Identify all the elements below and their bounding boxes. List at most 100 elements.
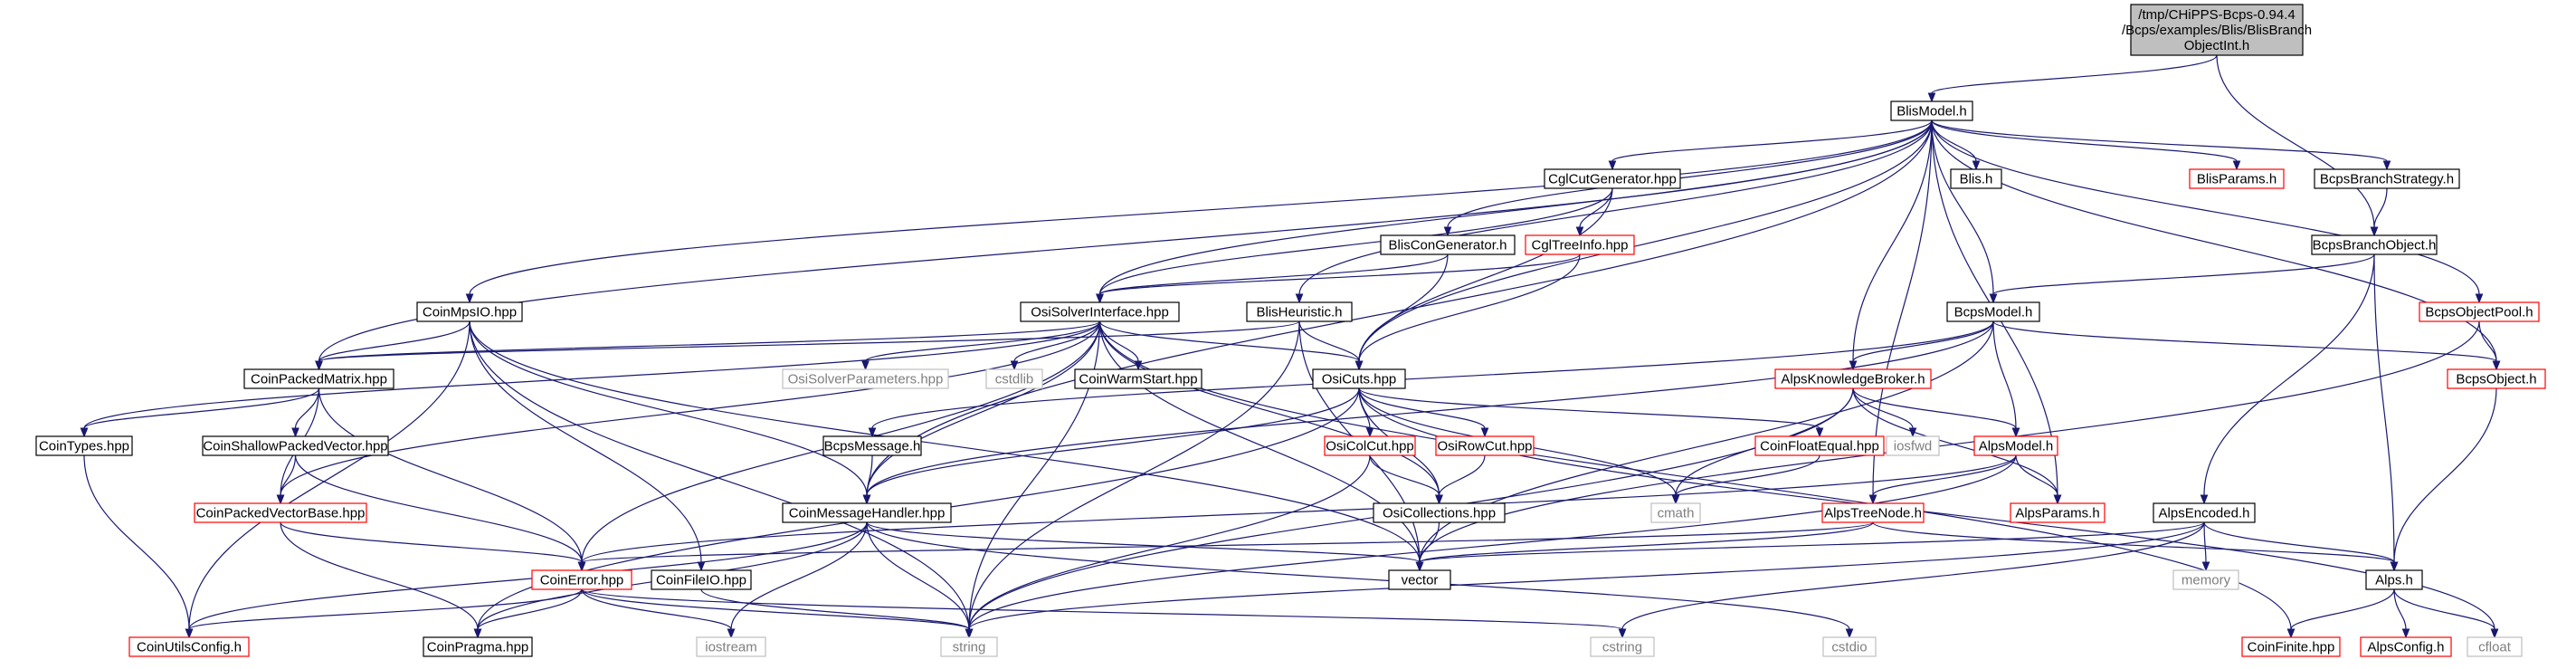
node-osisolver[interactable]: OsiSolverInterface.hpp	[1020, 301, 1180, 322]
edge-bcpsmessage-to-coinmsghandler	[862, 454, 873, 505]
edge-osisolver-to-coinpackedmatrix	[315, 320, 1101, 371]
node-coinmsghandler[interactable]: CoinMessageHandler.hpp	[782, 502, 952, 523]
node-coinmpsio[interactable]: CoinMpsIO.hpp	[416, 301, 523, 322]
edge-alpsknowledgebroker-to-alpsmodel	[1852, 387, 2020, 438]
node-alps[interactable]: Alps.h	[2365, 569, 2423, 590]
node-vector[interactable]: vector	[1388, 569, 1451, 590]
node-label: CoinPragma.hpp	[427, 640, 529, 655]
node-label: OsiSolverInterface.hpp	[1031, 305, 1169, 320]
node-label: AlpsKnowledgeBroker.h	[1781, 372, 1925, 387]
edge-coinshallowpv-to-coinpackedvb	[276, 454, 297, 505]
node-cointypes[interactable]: CoinTypes.hpp	[35, 435, 133, 456]
node-bcpsmodel[interactable]: BcpsModel.h	[1946, 301, 2040, 322]
node-coinpackedvb[interactable]: CoinPackedVectorBase.hpp	[194, 502, 367, 523]
edge-bcpsmodel-to-alpsmodel	[1992, 320, 2020, 438]
edge-alpstreenode-to-coinerror	[577, 521, 1874, 572]
edge-alps-to-cfloat	[2393, 588, 2499, 639]
node-blisparams[interactable]: BlisParams.h	[2189, 168, 2285, 189]
node-label: Alps.h	[2375, 573, 2413, 588]
node-label: iosfwd	[1894, 439, 1933, 454]
node-label: CoinFileIO.hpp	[656, 573, 746, 588]
edge-coinpackedvb-to-coinpragma	[280, 521, 482, 639]
edge-coinerror-to-cstring	[581, 588, 1627, 639]
node-bcpsbranchstrategy[interactable]: BcpsBranchStrategy.h	[2314, 168, 2460, 189]
node-cmath: cmath	[1650, 502, 1701, 523]
edge-bcpsbranchobject-to-alps	[2373, 253, 2399, 572]
node-root-label-line: /tmp/CHiPPS-Bcps-0.94.4	[2138, 7, 2295, 23]
edge-bcpsbranchobject-to-alpsencoded	[2200, 253, 2375, 505]
edge-osicolcut-to-osicollections	[1369, 454, 1443, 505]
edge-coinerror-to-coinutilsconfig	[185, 588, 583, 639]
node-label: BcpsBranchStrategy.h	[2320, 172, 2454, 187]
node-blis[interactable]: Blis.h	[1950, 168, 2002, 189]
edge-blismodel-to-coinmpsio	[465, 119, 1933, 304]
edge-alps-to-alpsconfig	[2393, 588, 2410, 639]
edge-alpsencoded-to-cstring	[1618, 521, 2205, 639]
node-alpstreenode[interactable]: AlpsTreeNode.h	[1821, 502, 1925, 523]
edge-alpsmodel-to-alpstreenode	[1868, 454, 2017, 505]
node-coinutilsconfig[interactable]: CoinUtilsConfig.h	[128, 636, 250, 657]
node-coinshallowpv[interactable]: CoinShallowPackedVector.hpp	[202, 435, 389, 456]
edge-alpsencoded-to-memory	[2201, 521, 2210, 572]
node-alpsmodel[interactable]: AlpsModel.h	[1973, 435, 2058, 456]
edge-coinmpsio-to-coinpackedmatrix	[315, 320, 471, 371]
node-blisconggen[interactable]: BlisConGenerator.h	[1380, 234, 1516, 255]
edge-blismodel-to-bcpsbranchstrategy	[1931, 119, 2391, 171]
edge-blismodel-to-blisconggen	[1443, 119, 1933, 237]
node-label: BlisHeuristic.h	[1256, 305, 1342, 320]
edge-root-to-bcpsbranchobject	[2216, 54, 2379, 237]
node-osicolcut[interactable]: OsiColCut.hpp	[1324, 435, 1416, 456]
edge-osirowcut-to-osicollections	[1435, 454, 1486, 505]
node-blismodel[interactable]: BlisModel.h	[1890, 100, 1973, 121]
node-label: OsiRowCut.hpp	[1437, 439, 1532, 454]
node-label: AlpsEncoded.h	[2159, 506, 2250, 521]
edge-osisolver-to-coinpackedvb	[276, 320, 1101, 505]
edge-alpsmodel-to-alpsparams	[2015, 454, 2062, 505]
node-osirowcut[interactable]: OsiRowCut.hpp	[1435, 435, 1535, 456]
node-bcpsmessage[interactable]: BcpsMessage.h	[822, 435, 922, 456]
edge-bcpsobject-to-alps	[2390, 387, 2497, 572]
node-bcpsobject[interactable]: BcpsObject.h	[2447, 368, 2546, 389]
edge-osisolver-to-osicollections	[1098, 320, 1443, 505]
node-alpsconfig[interactable]: AlpsConfig.h	[2360, 636, 2452, 657]
node-root-label-line: /Bcps/examples/Blis/BlisBranch	[2122, 23, 2312, 38]
node-coinwarmstart[interactable]: CoinWarmStart.hpp	[1074, 368, 1202, 389]
node-alpsencoded[interactable]: AlpsEncoded.h	[2153, 502, 2256, 523]
node-blisheuristic[interactable]: BlisHeuristic.h	[1246, 301, 1353, 322]
node-osisolverparams: OsiSolverParameters.hpp	[782, 368, 949, 389]
node-alpsknowledgebroker[interactable]: AlpsKnowledgeBroker.h	[1774, 368, 1932, 389]
edge-coinerror-to-coinpragma	[473, 588, 583, 639]
node-label: cstdio	[1831, 640, 1867, 655]
node-coinfinite[interactable]: CoinFinite.hpp	[2241, 636, 2341, 657]
edge-coinpackedmatrix-to-cointypes	[80, 387, 320, 438]
edge-osisolver-to-coinfinite	[1098, 320, 2296, 639]
node-root-label-line: ObjectInt.h	[2184, 38, 2250, 53]
node-root-file[interactable]: /tmp/CHiPPS-Bcps-0.94.4/Bcps/examples/Bl…	[2122, 4, 2312, 56]
node-label: Blis.h	[1960, 172, 1993, 187]
node-osicollections[interactable]: OsiCollections.hpp	[1373, 502, 1506, 523]
node-label: CoinPackedVectorBase.hpp	[196, 506, 366, 521]
edge-cgltreeinfo-to-osisolver	[1096, 253, 1581, 304]
node-label: memory	[2182, 573, 2231, 588]
node-bcpsbranchobject[interactable]: BcpsBranchObject.h	[2311, 234, 2438, 255]
edge-osisolver-to-cstdlib	[1010, 320, 1101, 371]
node-alpsparams[interactable]: AlpsParams.h	[2010, 502, 2105, 523]
node-string: string	[940, 636, 998, 657]
node-coinfileio[interactable]: CoinFileIO.hpp	[651, 569, 752, 590]
node-label: OsiColCut.hpp	[1326, 439, 1414, 454]
node-bcpsobjectpool[interactable]: BcpsObjectPool.h	[2419, 301, 2540, 322]
edge-blisheuristic-to-osicuts	[1298, 320, 1364, 371]
node-coinfloatequal[interactable]: CoinFloatEqual.hpp	[1754, 435, 1885, 456]
node-cglcutgen[interactable]: CglCutGenerator.hpp	[1544, 168, 1681, 189]
node-coinpragma[interactable]: CoinPragma.hpp	[423, 636, 533, 657]
node-osicuts[interactable]: OsiCuts.hpp	[1312, 368, 1406, 389]
node-coinpackedmatrix[interactable]: CoinPackedMatrix.hpp	[243, 368, 394, 389]
edge-coinfloatequal-to-cmath	[1671, 454, 1820, 505]
edge-osisolver-to-osisolverparams	[861, 320, 1101, 371]
node-label: vector	[1402, 573, 1439, 588]
node-coinerror[interactable]: CoinError.hpp	[531, 569, 632, 590]
node-cgltreeinfo[interactable]: CglTreeInfo.hpp	[1525, 234, 1635, 255]
edge-coinmpsio-to-coinmsghandler	[469, 320, 871, 505]
node-label: CoinError.hpp	[540, 573, 624, 588]
